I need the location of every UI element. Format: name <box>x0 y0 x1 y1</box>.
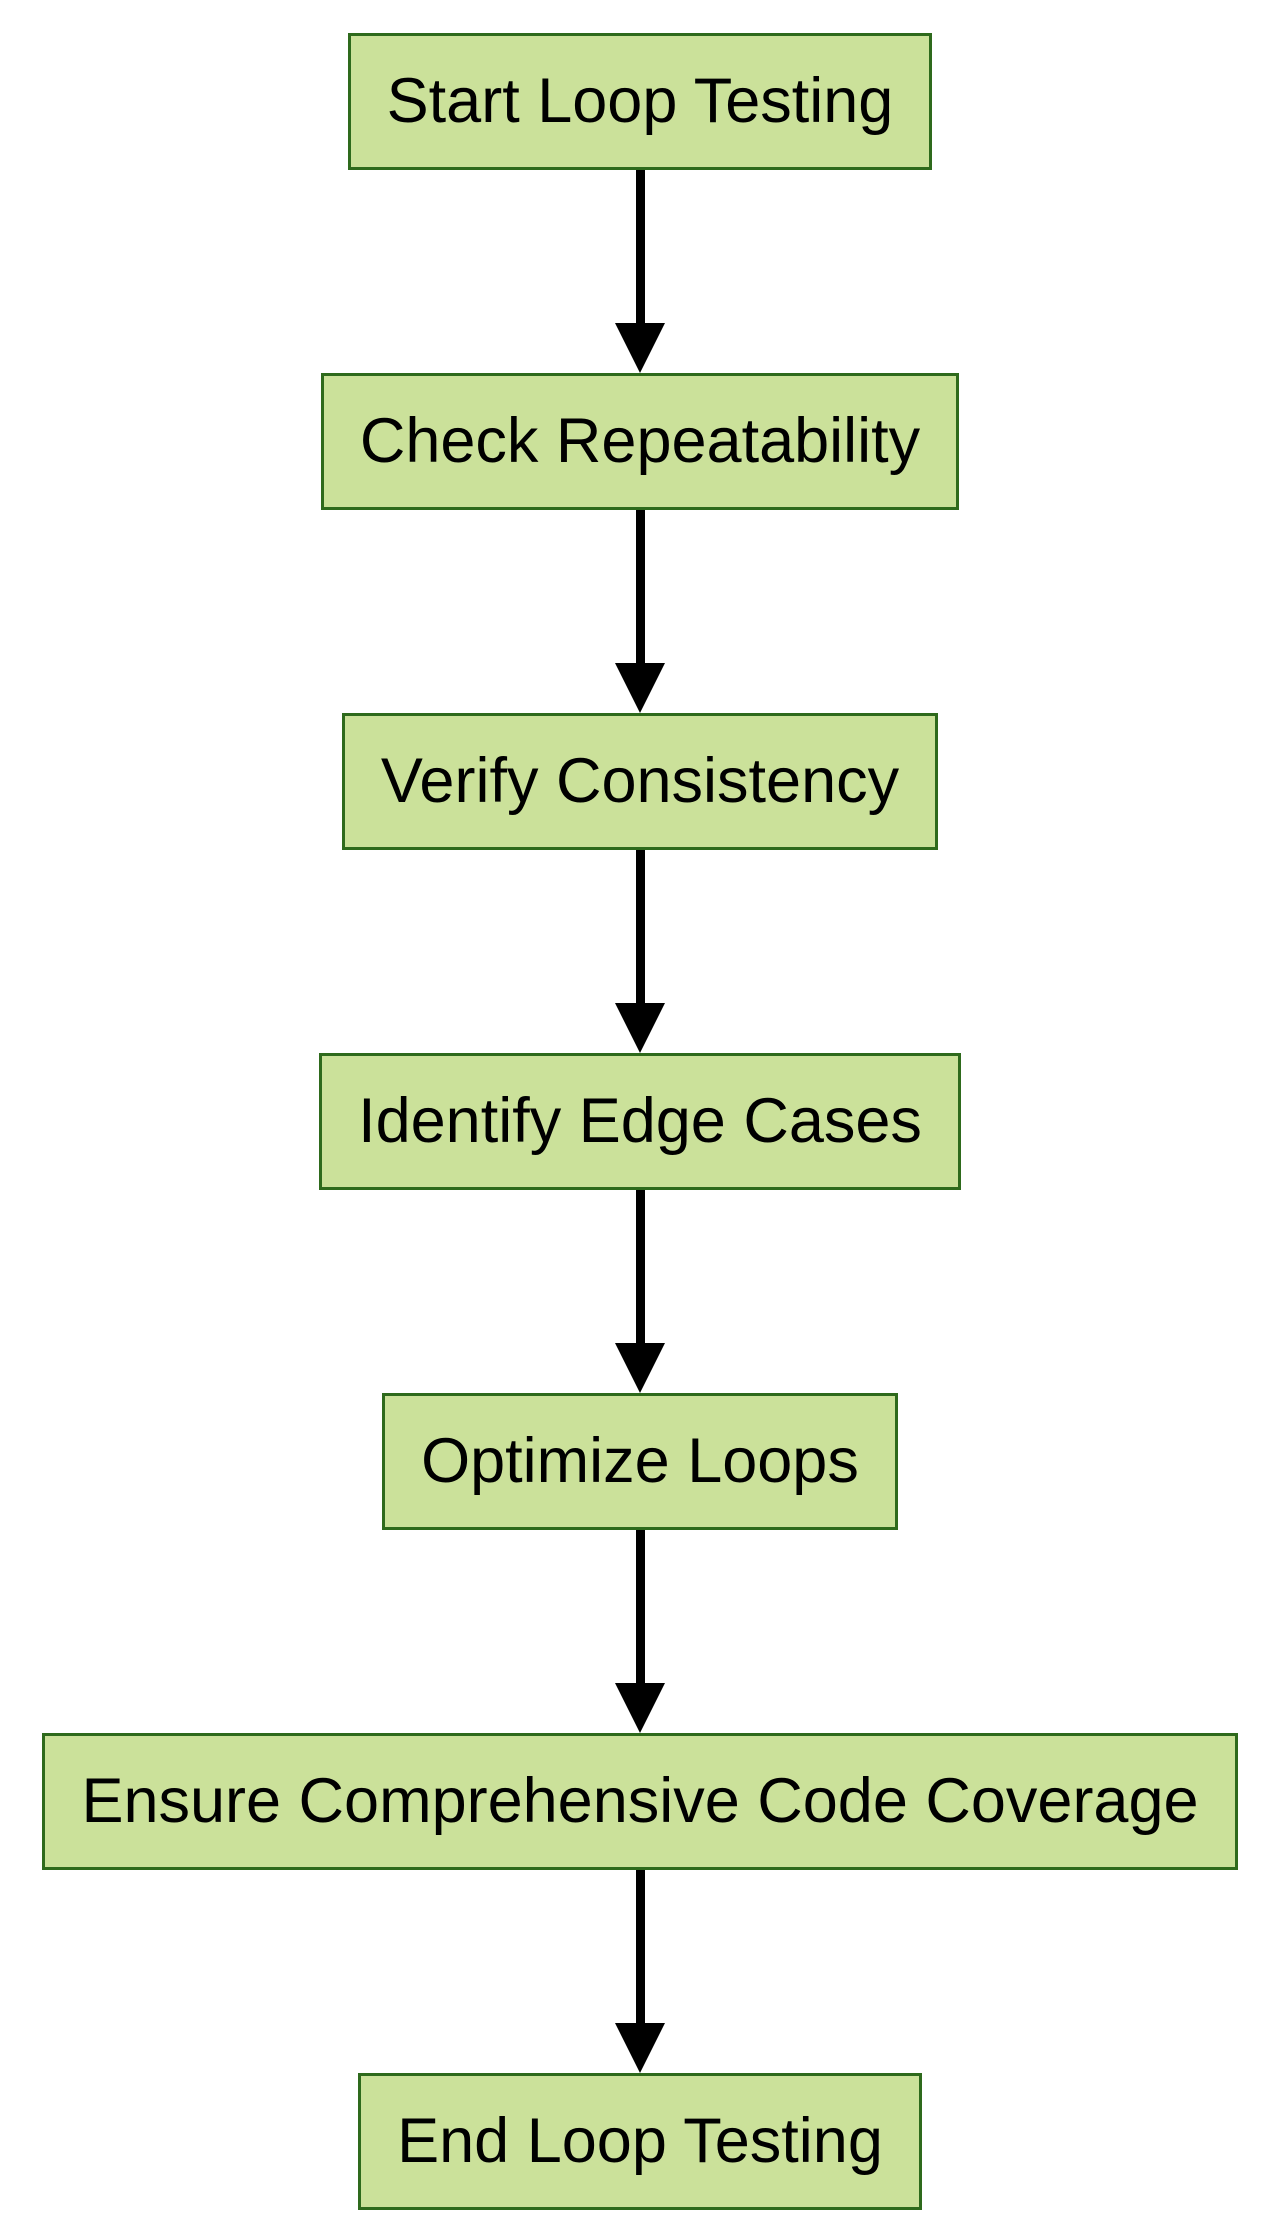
arrow-head-icon <box>615 1003 665 1053</box>
node-end-loop-testing: End Loop Testing <box>358 2073 922 2210</box>
flow-arrow-2 <box>615 510 665 713</box>
flow-arrow-4 <box>615 1190 665 1393</box>
arrow-head-icon <box>615 1683 665 1733</box>
arrow-stem <box>635 1530 645 1683</box>
arrow-head-icon <box>615 2023 665 2073</box>
node-ensure-comprehensive-code-coverage: Ensure Comprehensive Code Coverage <box>42 1733 1238 1870</box>
node-identify-edge-cases: Identify Edge Cases <box>319 1053 961 1190</box>
node-optimize-loops: Optimize Loops <box>382 1393 898 1530</box>
arrow-stem <box>635 1870 645 2023</box>
flow-arrow-1 <box>615 170 665 373</box>
node-check-repeatability: Check Repeatability <box>320 373 960 510</box>
flow-arrow-3 <box>615 850 665 1053</box>
arrow-stem <box>635 1190 645 1343</box>
node-start-loop-testing: Start Loop Testing <box>347 33 933 170</box>
flow-arrow-5 <box>615 1530 665 1733</box>
node-verify-consistency: Verify Consistency <box>341 713 939 850</box>
flow-arrow-6 <box>615 1870 665 2073</box>
arrow-head-icon <box>615 1343 665 1393</box>
arrow-stem <box>635 510 645 663</box>
arrow-head-icon <box>615 663 665 713</box>
arrow-stem <box>635 850 645 1003</box>
arrow-head-icon <box>615 323 665 373</box>
arrow-stem <box>635 170 645 323</box>
